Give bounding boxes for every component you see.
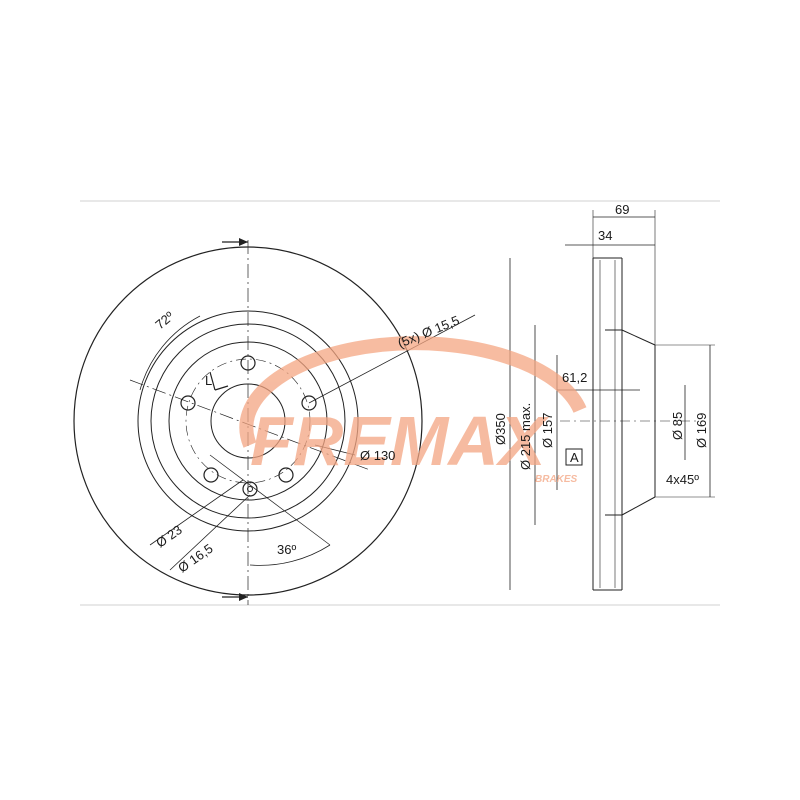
pcd-leader: [314, 444, 356, 456]
dimension-labels: 72º (5x) Ø 15,5 Ø 130 Ø 23 Ø 16,5 36º 69…: [152, 202, 709, 575]
label-angle-aux: 36º: [277, 542, 296, 557]
marker-l-foot: [214, 385, 229, 391]
label-pilot: Ø 23: [153, 522, 185, 550]
section-arrowhead-bottom: [239, 593, 248, 601]
brand-watermark: FREMAX BRAKES: [239, 336, 587, 485]
watermark-subtitle: BRAKES: [535, 474, 578, 485]
label-disc-thickness: 34: [598, 228, 612, 243]
label-total-height: 69: [615, 202, 629, 217]
watermark-swoosh: [239, 336, 587, 448]
label-outer-diameter: Ø350: [493, 413, 508, 445]
datum-box: [565, 448, 583, 466]
side-view: [509, 210, 715, 591]
pilot-leader: [149, 479, 244, 546]
label-pcd: Ø 130: [360, 448, 395, 463]
bolt-hole-leader: [308, 314, 476, 404]
aux-leader: [169, 494, 251, 571]
label-hat-depth: 61,2: [562, 370, 587, 385]
section-arrowhead-top: [239, 238, 248, 246]
label-hat-diameter: Ø 157: [540, 413, 555, 448]
aux-angle-line: [209, 454, 331, 546]
aux-hole: [242, 481, 258, 497]
angle-72-arc: [139, 315, 201, 391]
hat-bottom-slope: [621, 496, 656, 516]
angle-36-arc: [249, 544, 331, 566]
bolt-hole: [278, 467, 294, 483]
label-hat-outer: Ø 169: [694, 413, 709, 448]
label-angle-bolt: 72º: [152, 308, 177, 332]
hat-top-slope: [621, 329, 656, 346]
label-inner-max: Ø 215 max.: [518, 403, 533, 470]
pcd-circle: [185, 358, 311, 484]
bolt-hole: [301, 395, 317, 411]
watermark-text: FREMAX: [250, 402, 550, 480]
label-bore: Ø 85: [670, 412, 685, 440]
label-datum: A: [570, 450, 579, 465]
aux-hole-inner: [247, 486, 253, 492]
label-chamfer: 4x45º: [666, 472, 699, 487]
bolt-hole: [203, 467, 219, 483]
front-view: [73, 238, 476, 605]
bolt-hole: [180, 395, 196, 411]
marker-l-stroke: [209, 371, 216, 391]
label-marker: L: [205, 373, 212, 388]
